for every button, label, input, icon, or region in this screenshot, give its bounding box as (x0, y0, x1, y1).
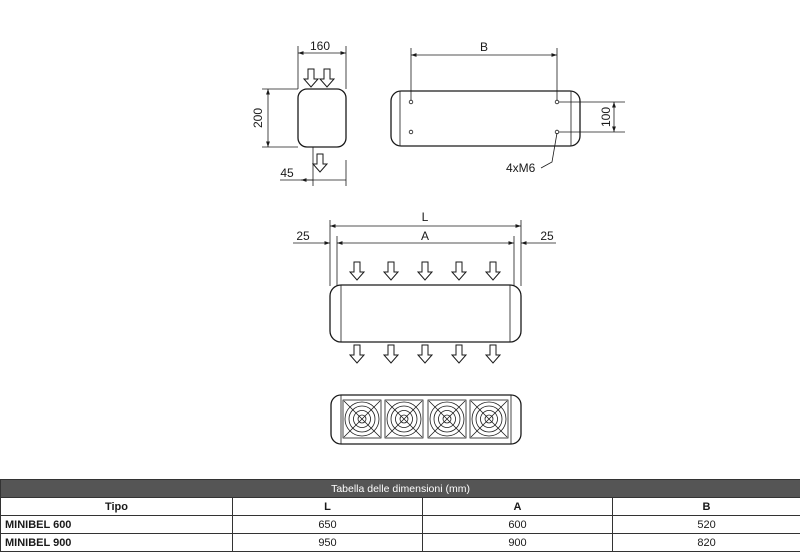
cell-b: 520 (611, 515, 800, 534)
dim-total-length: L (422, 210, 429, 224)
column-header: Tipo (0, 497, 233, 516)
side-view: 160 200 45 (251, 39, 347, 186)
outlet-arrow-icon (383, 344, 399, 364)
outlet-arrow-icon (349, 344, 365, 364)
outlet-arrow-icon (451, 344, 467, 364)
mount-hole (408, 129, 414, 135)
fan-grille-icon (384, 399, 424, 439)
inlet-arrow-icon (303, 68, 319, 88)
table-row: MINIBEL 900 950 900 820 (0, 533, 800, 552)
cell-tipo: MINIBEL 900 (0, 533, 233, 552)
dim-margin-left: 25 (296, 229, 310, 243)
back-view-body (390, 90, 581, 147)
top-view (330, 394, 522, 445)
cell-l: 650 (232, 515, 423, 534)
dim-inner-length: A (421, 229, 429, 243)
table-row: MINIBEL 600 650 600 520 (0, 515, 800, 534)
outlet-arrow-icon (485, 344, 501, 364)
dim-margin-right: 25 (540, 229, 554, 243)
cell-a: 900 (422, 533, 613, 552)
cell-l: 950 (232, 533, 423, 552)
side-view-body (297, 88, 347, 148)
front-view-body (329, 284, 522, 343)
dimensions-table: Tabella delle dimensioni (mm) Tipo L A B… (0, 479, 800, 552)
front-view: L A 25 25 (293, 210, 556, 364)
table-header-row: Tipo L A B (0, 497, 800, 516)
inlet-arrow-icon (383, 261, 399, 281)
dim-outlet-offset: 45 (280, 166, 294, 180)
mount-hole (408, 99, 414, 105)
inlet-arrow-icon (349, 261, 365, 281)
fan-grille-icon (342, 399, 382, 439)
outlet-arrow-icon (312, 153, 328, 173)
inlet-arrow-icon (319, 68, 335, 88)
dim-hole-spacing-vertical: 100 (599, 107, 613, 127)
inlet-arrow-icon (417, 261, 433, 281)
outlet-arrow-icon (417, 344, 433, 364)
table-title: Tabella delle dimensioni (mm) (0, 479, 800, 498)
dim-hole-spacing-b: B (480, 40, 488, 54)
column-header: L (232, 497, 423, 516)
column-header: A (422, 497, 613, 516)
cell-tipo: MINIBEL 600 (0, 515, 233, 534)
mount-hole (554, 99, 560, 105)
fan-grille-icon (469, 399, 509, 439)
table-title-row: Tabella delle dimensioni (mm) (0, 479, 800, 498)
cell-b: 820 (611, 533, 800, 552)
inlet-arrow-icon (485, 261, 501, 281)
cell-a: 600 (422, 515, 613, 534)
back-view: B 100 4xM6 (390, 40, 625, 175)
technical-drawing: 160 200 45 B 100 (251, 39, 625, 445)
dim-side-height: 200 (251, 108, 265, 128)
screw-note: 4xM6 (506, 161, 536, 175)
top-view-body (330, 394, 522, 445)
inlet-arrow-icon (451, 261, 467, 281)
fan-grille-icon (427, 399, 467, 439)
column-header: B (611, 497, 800, 516)
dim-side-width: 160 (310, 39, 330, 53)
